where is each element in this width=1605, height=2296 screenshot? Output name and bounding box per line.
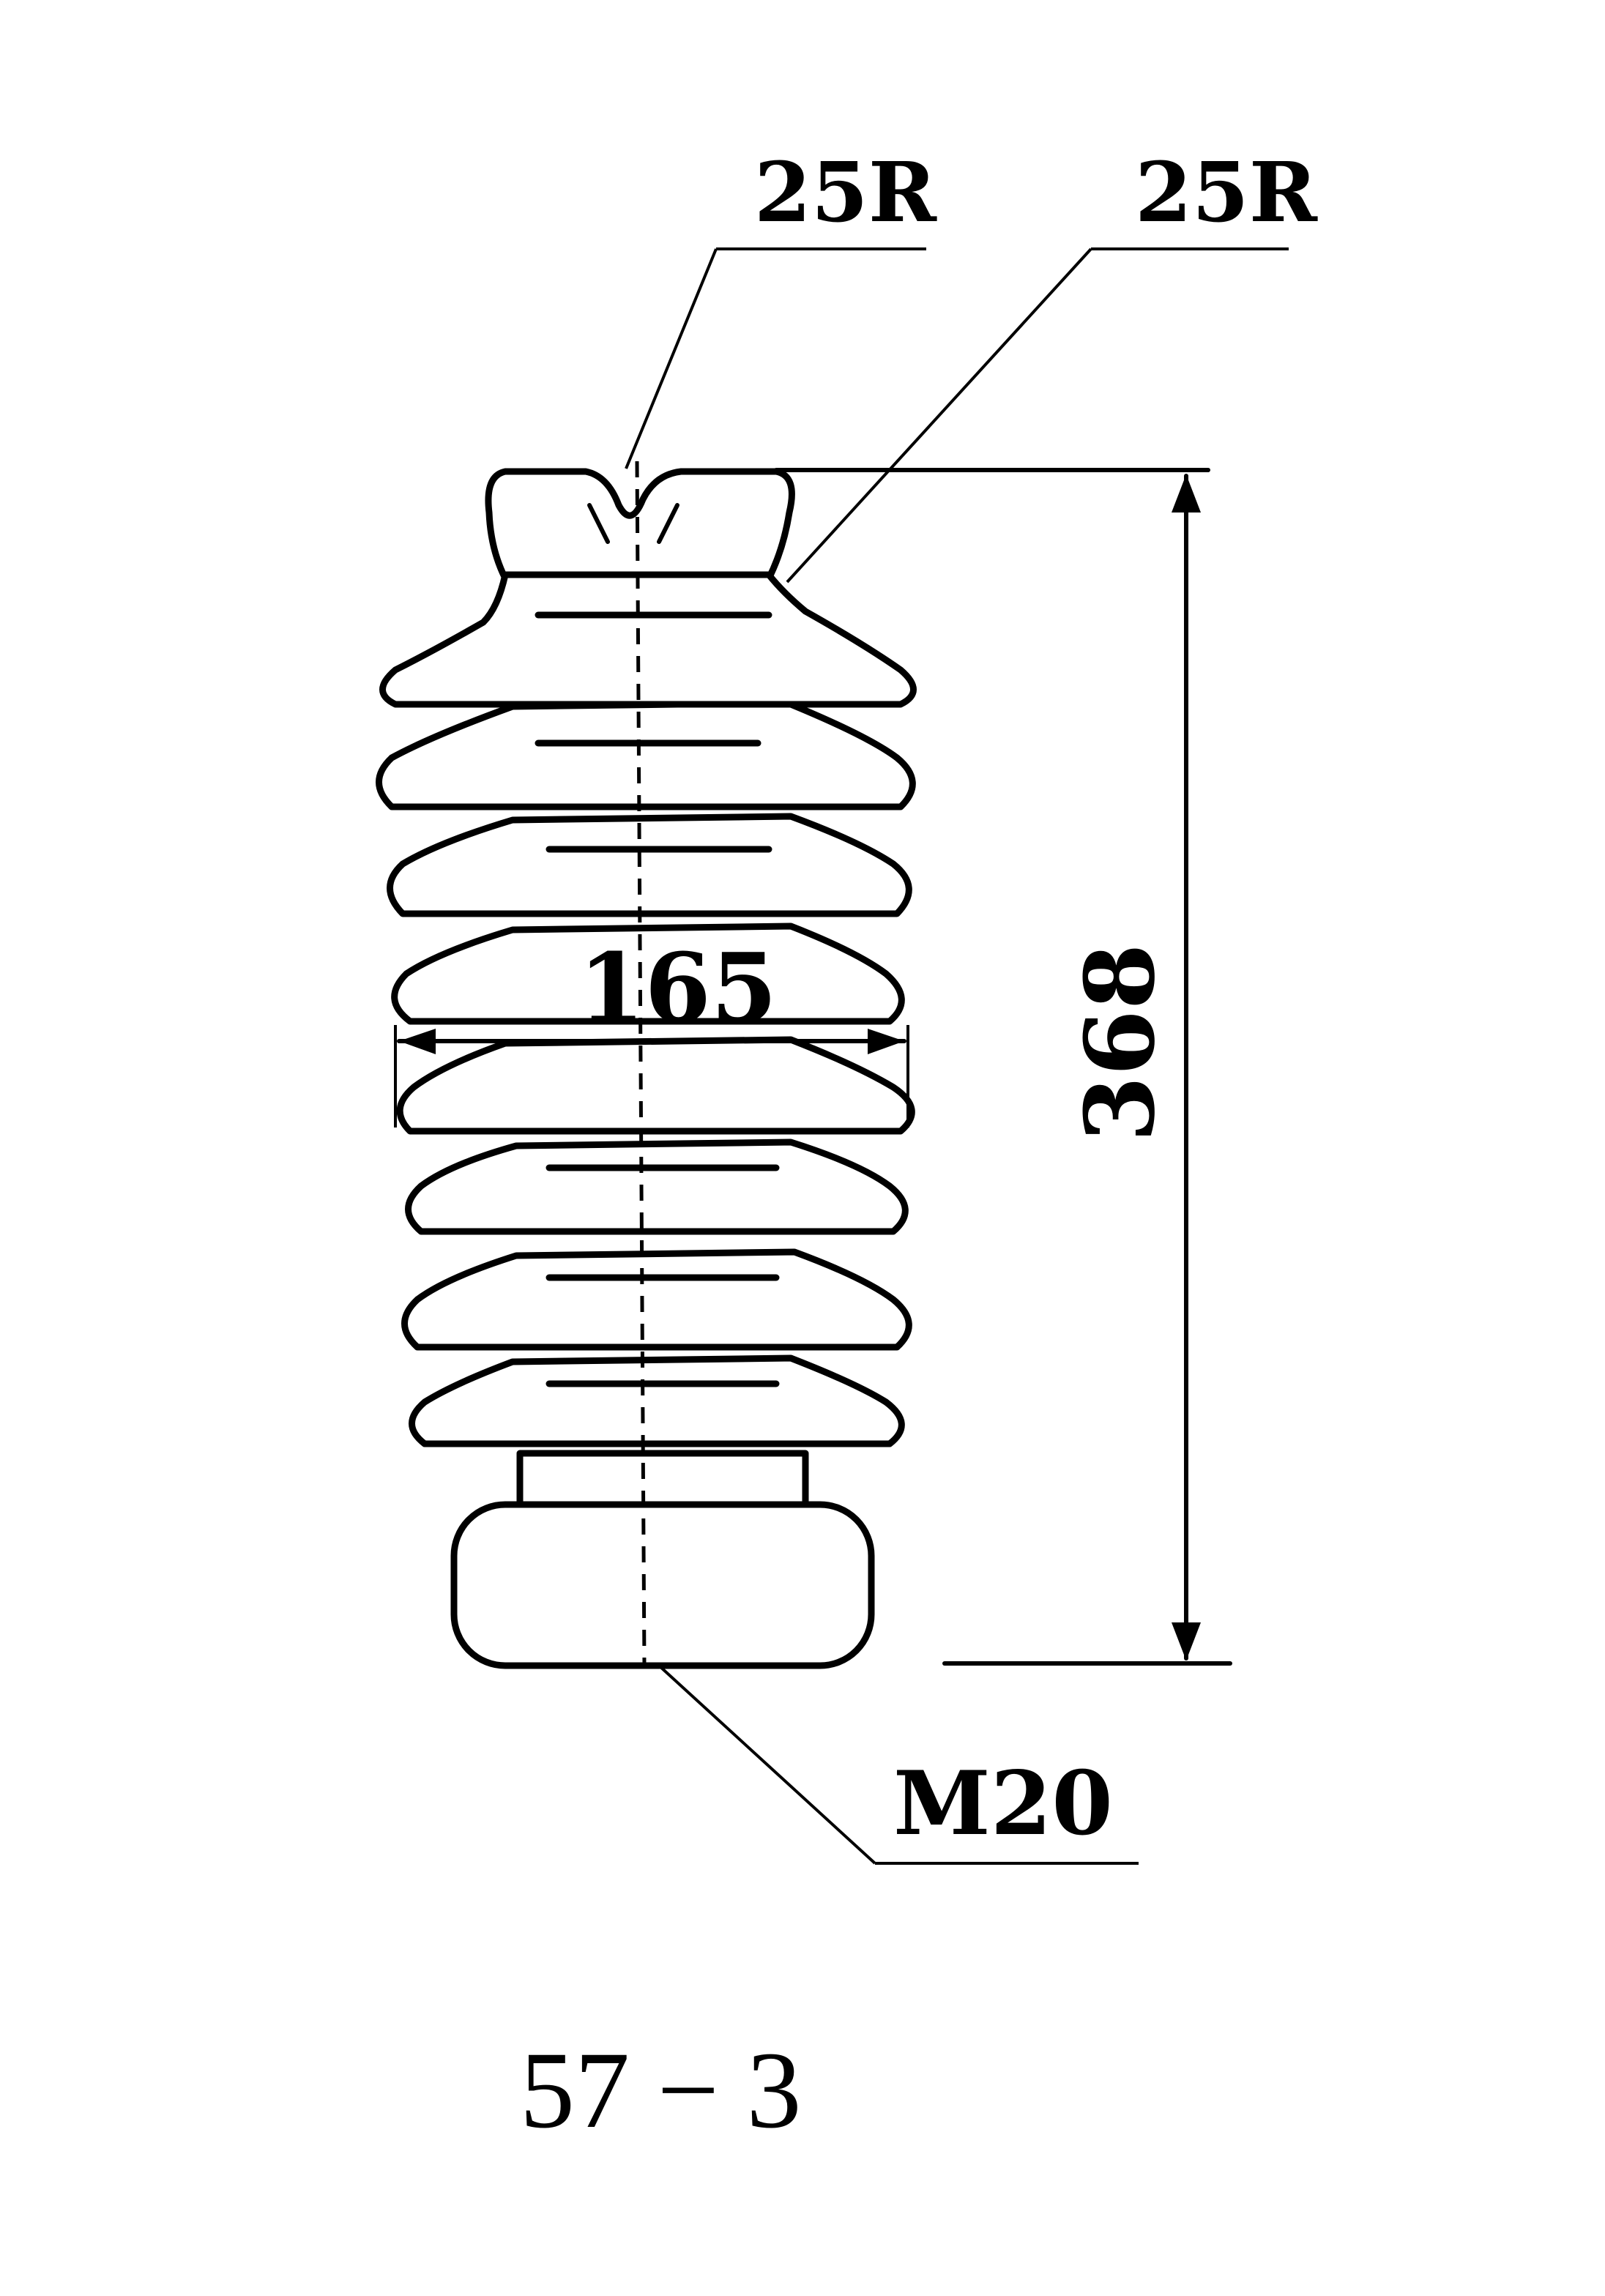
shed-2 [376,699,916,810]
shed-4 [391,922,905,1025]
diameter-dimension [394,1025,909,1128]
shed-3 [387,813,912,917]
diameter-label: 165 [578,932,777,1044]
shed-7 [401,1248,912,1351]
groove-stroke [657,503,679,544]
shed-5 [396,1036,915,1135]
arrow-left-icon [399,1029,436,1054]
leader-lines [625,247,1289,1865]
arrow-down-icon [1172,1622,1201,1660]
top-cap [485,468,795,582]
figure-caption: 57 − 3 [520,2029,802,2151]
base-cap [450,1501,875,1669]
center-axis [635,461,647,1666]
height-dimension [774,468,1232,1666]
height-label: 368 [1064,944,1176,1142]
arrow-right-icon [868,1029,904,1054]
shed-1 [379,571,917,708]
top-radius-label: 25R [754,145,937,241]
insulator-body [376,461,917,1669]
shed-8 [409,1354,905,1447]
arrow-up-icon [1172,474,1201,512]
thread-label: M20 [893,1752,1113,1855]
shed-6 [405,1138,909,1235]
shoulder-radius-label: 25R [1135,145,1318,241]
groove-stroke [587,503,610,544]
